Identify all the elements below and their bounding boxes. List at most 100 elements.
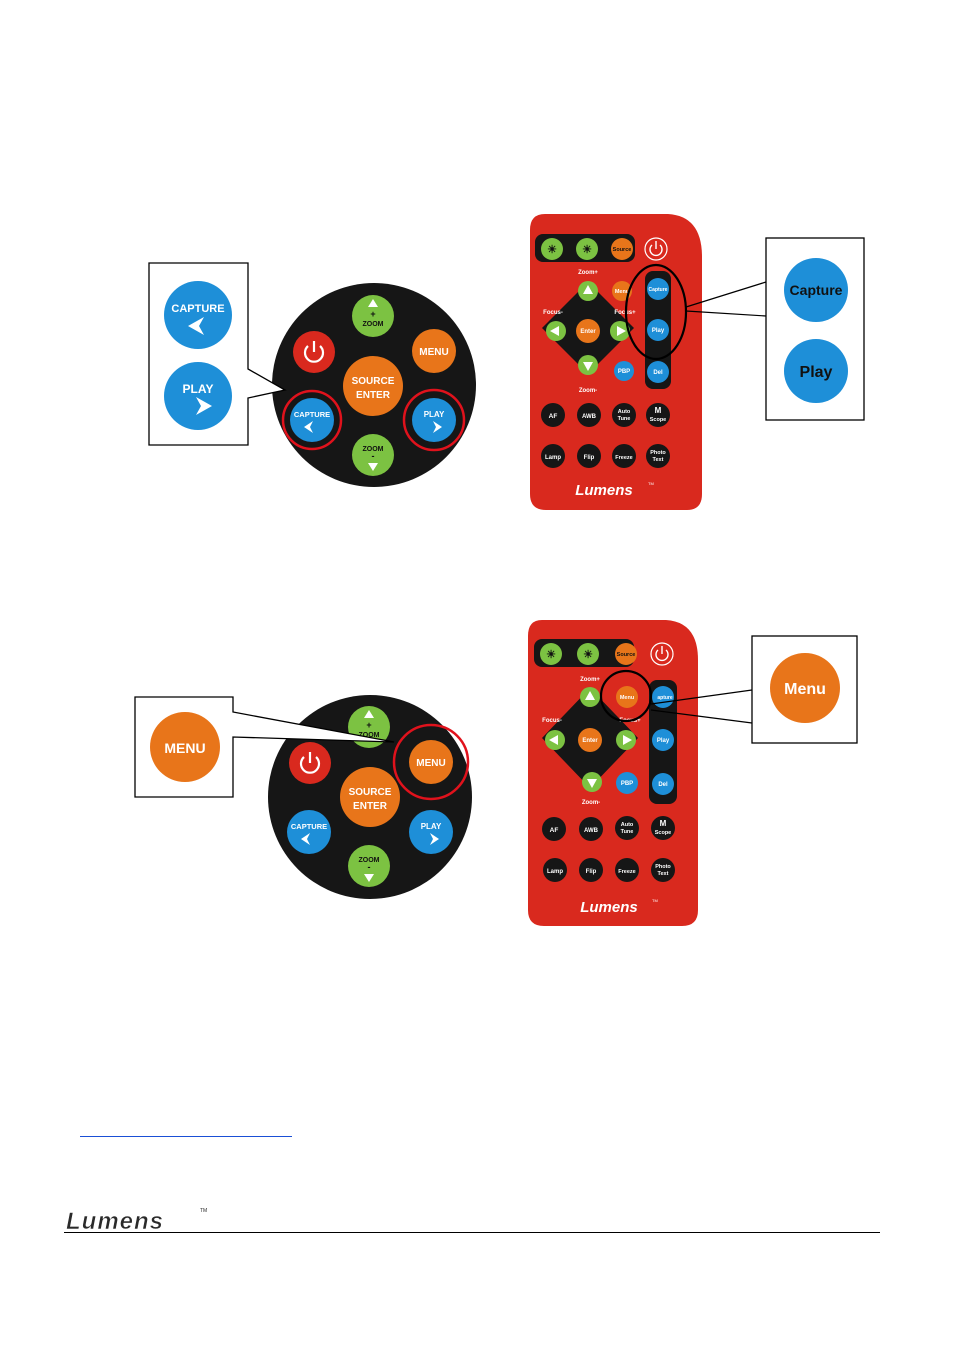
power-icon [649, 241, 663, 257]
brightness-down-button[interactable] [541, 238, 563, 260]
svg-text:SOURCE: SOURCE [349, 787, 392, 798]
zoom-in-button[interactable] [352, 295, 394, 337]
play-button[interactable] [409, 810, 453, 854]
svg-text:Tune: Tune [621, 829, 634, 835]
remote-af-button[interactable] [542, 817, 566, 841]
svg-text:Play: Play [652, 328, 665, 334]
remote-source-button[interactable] [611, 238, 633, 260]
remote-enter-button[interactable] [576, 319, 600, 343]
svg-text:PBP: PBP [621, 781, 633, 787]
svg-text:Flip: Flip [584, 455, 595, 461]
remote-pbp-button[interactable] [614, 361, 634, 381]
svg-text:AWB: AWB [584, 828, 599, 834]
brightness-up-button[interactable] [576, 238, 598, 260]
remote-lamp-button[interactable] [543, 858, 567, 882]
remote-play-button[interactable] [647, 319, 669, 341]
right-arrow-icon [430, 833, 439, 845]
svg-text:Zoom-: Zoom- [582, 800, 600, 806]
remote-awb-button[interactable] [579, 817, 603, 841]
svg-text:AWB: AWB [582, 414, 597, 420]
svg-text:Enter: Enter [580, 329, 596, 335]
brightness-down-button[interactable] [540, 643, 562, 665]
remote-m-scope-button[interactable] [651, 816, 675, 840]
capture-button[interactable] [290, 398, 334, 442]
remote-pbp-button[interactable] [616, 772, 638, 794]
menu-button[interactable] [409, 740, 453, 784]
svg-text:AF: AF [549, 413, 558, 420]
menu-highlight [392, 723, 470, 801]
remote-del-button[interactable] [647, 361, 669, 383]
svg-text:PLAY: PLAY [421, 822, 442, 831]
capture-highlight [281, 389, 343, 451]
hyperlink[interactable] [80, 1122, 292, 1137]
svg-text:Del: Del [658, 782, 668, 788]
remote-photo-text-button[interactable] [651, 858, 675, 882]
svg-text:ZOOM: ZOOM [363, 446, 384, 453]
round-pad-bottom: + ZOOM MENU SOURCE ENTER CAPTURE PLAY ZO… [268, 695, 472, 899]
svg-text:Menu: Menu [784, 681, 826, 698]
svg-text:MENU: MENU [416, 758, 445, 769]
svg-text:M: M [655, 406, 662, 415]
remote-source-button[interactable] [615, 643, 637, 665]
remote-bottom: ☀ ☀ Source Zoom+ Enter Menu Focus- Focus… [528, 620, 698, 926]
svg-text:Enter: Enter [582, 738, 598, 744]
svg-text:Capture: Capture [790, 282, 843, 298]
svg-text:Photo: Photo [650, 450, 666, 456]
zoom-out-button[interactable] [348, 845, 390, 887]
remote-af-button[interactable] [541, 403, 565, 427]
footer-logo: Lumens TM [66, 1208, 208, 1236]
menu-highlight [599, 669, 653, 723]
sun-icon: ☀ [547, 244, 557, 256]
svg-text:Flip: Flip [586, 869, 597, 875]
svg-text:Del: Del [653, 370, 663, 376]
power-icon [299, 752, 321, 774]
svg-text:Lamp: Lamp [545, 455, 561, 461]
svg-text:Text: Text [658, 871, 669, 877]
remote-enter-button[interactable] [578, 728, 602, 752]
brightness-up-button[interactable] [577, 643, 599, 665]
remote-brand-logo: Lumens [580, 899, 638, 916]
remote-flip-button[interactable] [577, 444, 601, 468]
remote-top: ☀ ☀ Source Zoom+ Enter Menu Focus- Focus… [530, 214, 702, 510]
callout-remote-capture-play: Capture Play [685, 237, 865, 421]
svg-text:Menu: Menu [620, 695, 634, 701]
svg-text:MENU: MENU [164, 740, 205, 756]
svg-text:PLAY: PLAY [424, 410, 445, 419]
svg-text:Menu: Menu [615, 289, 629, 295]
remote-lamp-button[interactable] [541, 444, 565, 468]
remote-flip-button[interactable] [579, 858, 603, 882]
remote-m-scope-button[interactable] [646, 403, 670, 427]
svg-text:M: M [660, 819, 667, 828]
remote-play-button[interactable] [652, 729, 674, 751]
svg-text:AF: AF [550, 827, 559, 834]
remote-freeze-button[interactable] [612, 444, 636, 468]
remote-awb-button[interactable] [577, 403, 601, 427]
svg-text:Source: Source [613, 247, 632, 253]
right-arrow-icon [433, 421, 442, 433]
capture-button[interactable] [287, 810, 331, 854]
source-enter-button[interactable] [340, 767, 400, 827]
svg-text:ENTER: ENTER [353, 801, 388, 812]
svg-text:Play: Play [657, 738, 670, 744]
right-arrow-icon [196, 397, 212, 415]
svg-text:Lamp: Lamp [547, 869, 563, 875]
zoom-out-button[interactable] [352, 434, 394, 476]
source-enter-button[interactable] [343, 356, 403, 416]
menu-button[interactable] [412, 329, 456, 373]
remote-auto-tune-button[interactable] [615, 816, 639, 840]
remote-menu-button[interactable] [616, 686, 638, 708]
svg-text:Scope: Scope [650, 417, 667, 423]
left-arrow-icon [301, 833, 310, 845]
svg-text:Zoom+: Zoom+ [580, 677, 600, 683]
sun-icon: ☀ [583, 649, 593, 661]
remote-del-button[interactable] [652, 773, 674, 795]
remote-freeze-button[interactable] [615, 858, 639, 882]
play-button[interactable] [412, 398, 456, 442]
remote-auto-tune-button[interactable] [612, 403, 636, 427]
svg-text:Zoom-: Zoom- [579, 388, 597, 394]
svg-text:SOURCE: SOURCE [352, 376, 395, 387]
remote-capture-button[interactable] [647, 278, 669, 300]
svg-text:+: + [370, 309, 375, 319]
remote-photo-text-button[interactable] [646, 444, 670, 468]
